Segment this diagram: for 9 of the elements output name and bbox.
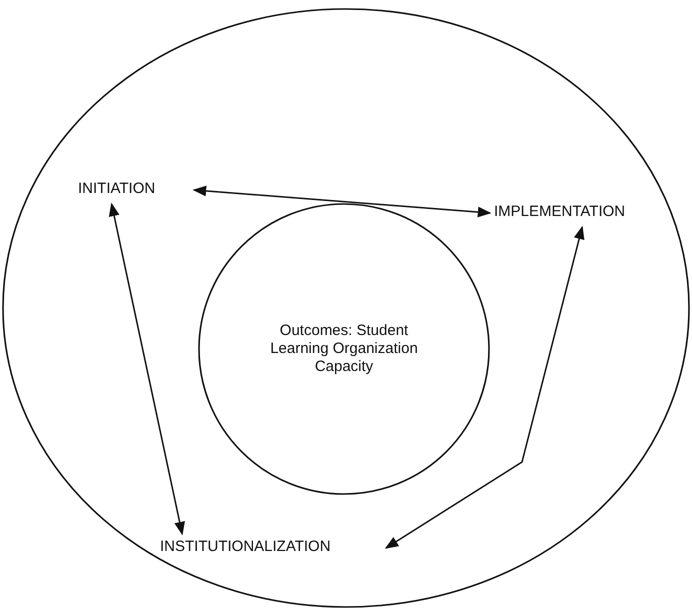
double-arrow: [108, 202, 185, 536]
double-arrow: [384, 226, 584, 549]
stage-label: IMPLEMENTATION: [494, 203, 690, 223]
double-arrow: [192, 186, 492, 218]
outer-circle: [2, 8, 690, 608]
stage-label: INITIATION: [78, 180, 190, 200]
outcomes-text: Outcomes: Student Learning Organization Capacity: [269, 322, 419, 376]
outcomes-circle: [198, 203, 490, 495]
stage-label: INSTITUTIONALIZATION: [160, 538, 382, 558]
